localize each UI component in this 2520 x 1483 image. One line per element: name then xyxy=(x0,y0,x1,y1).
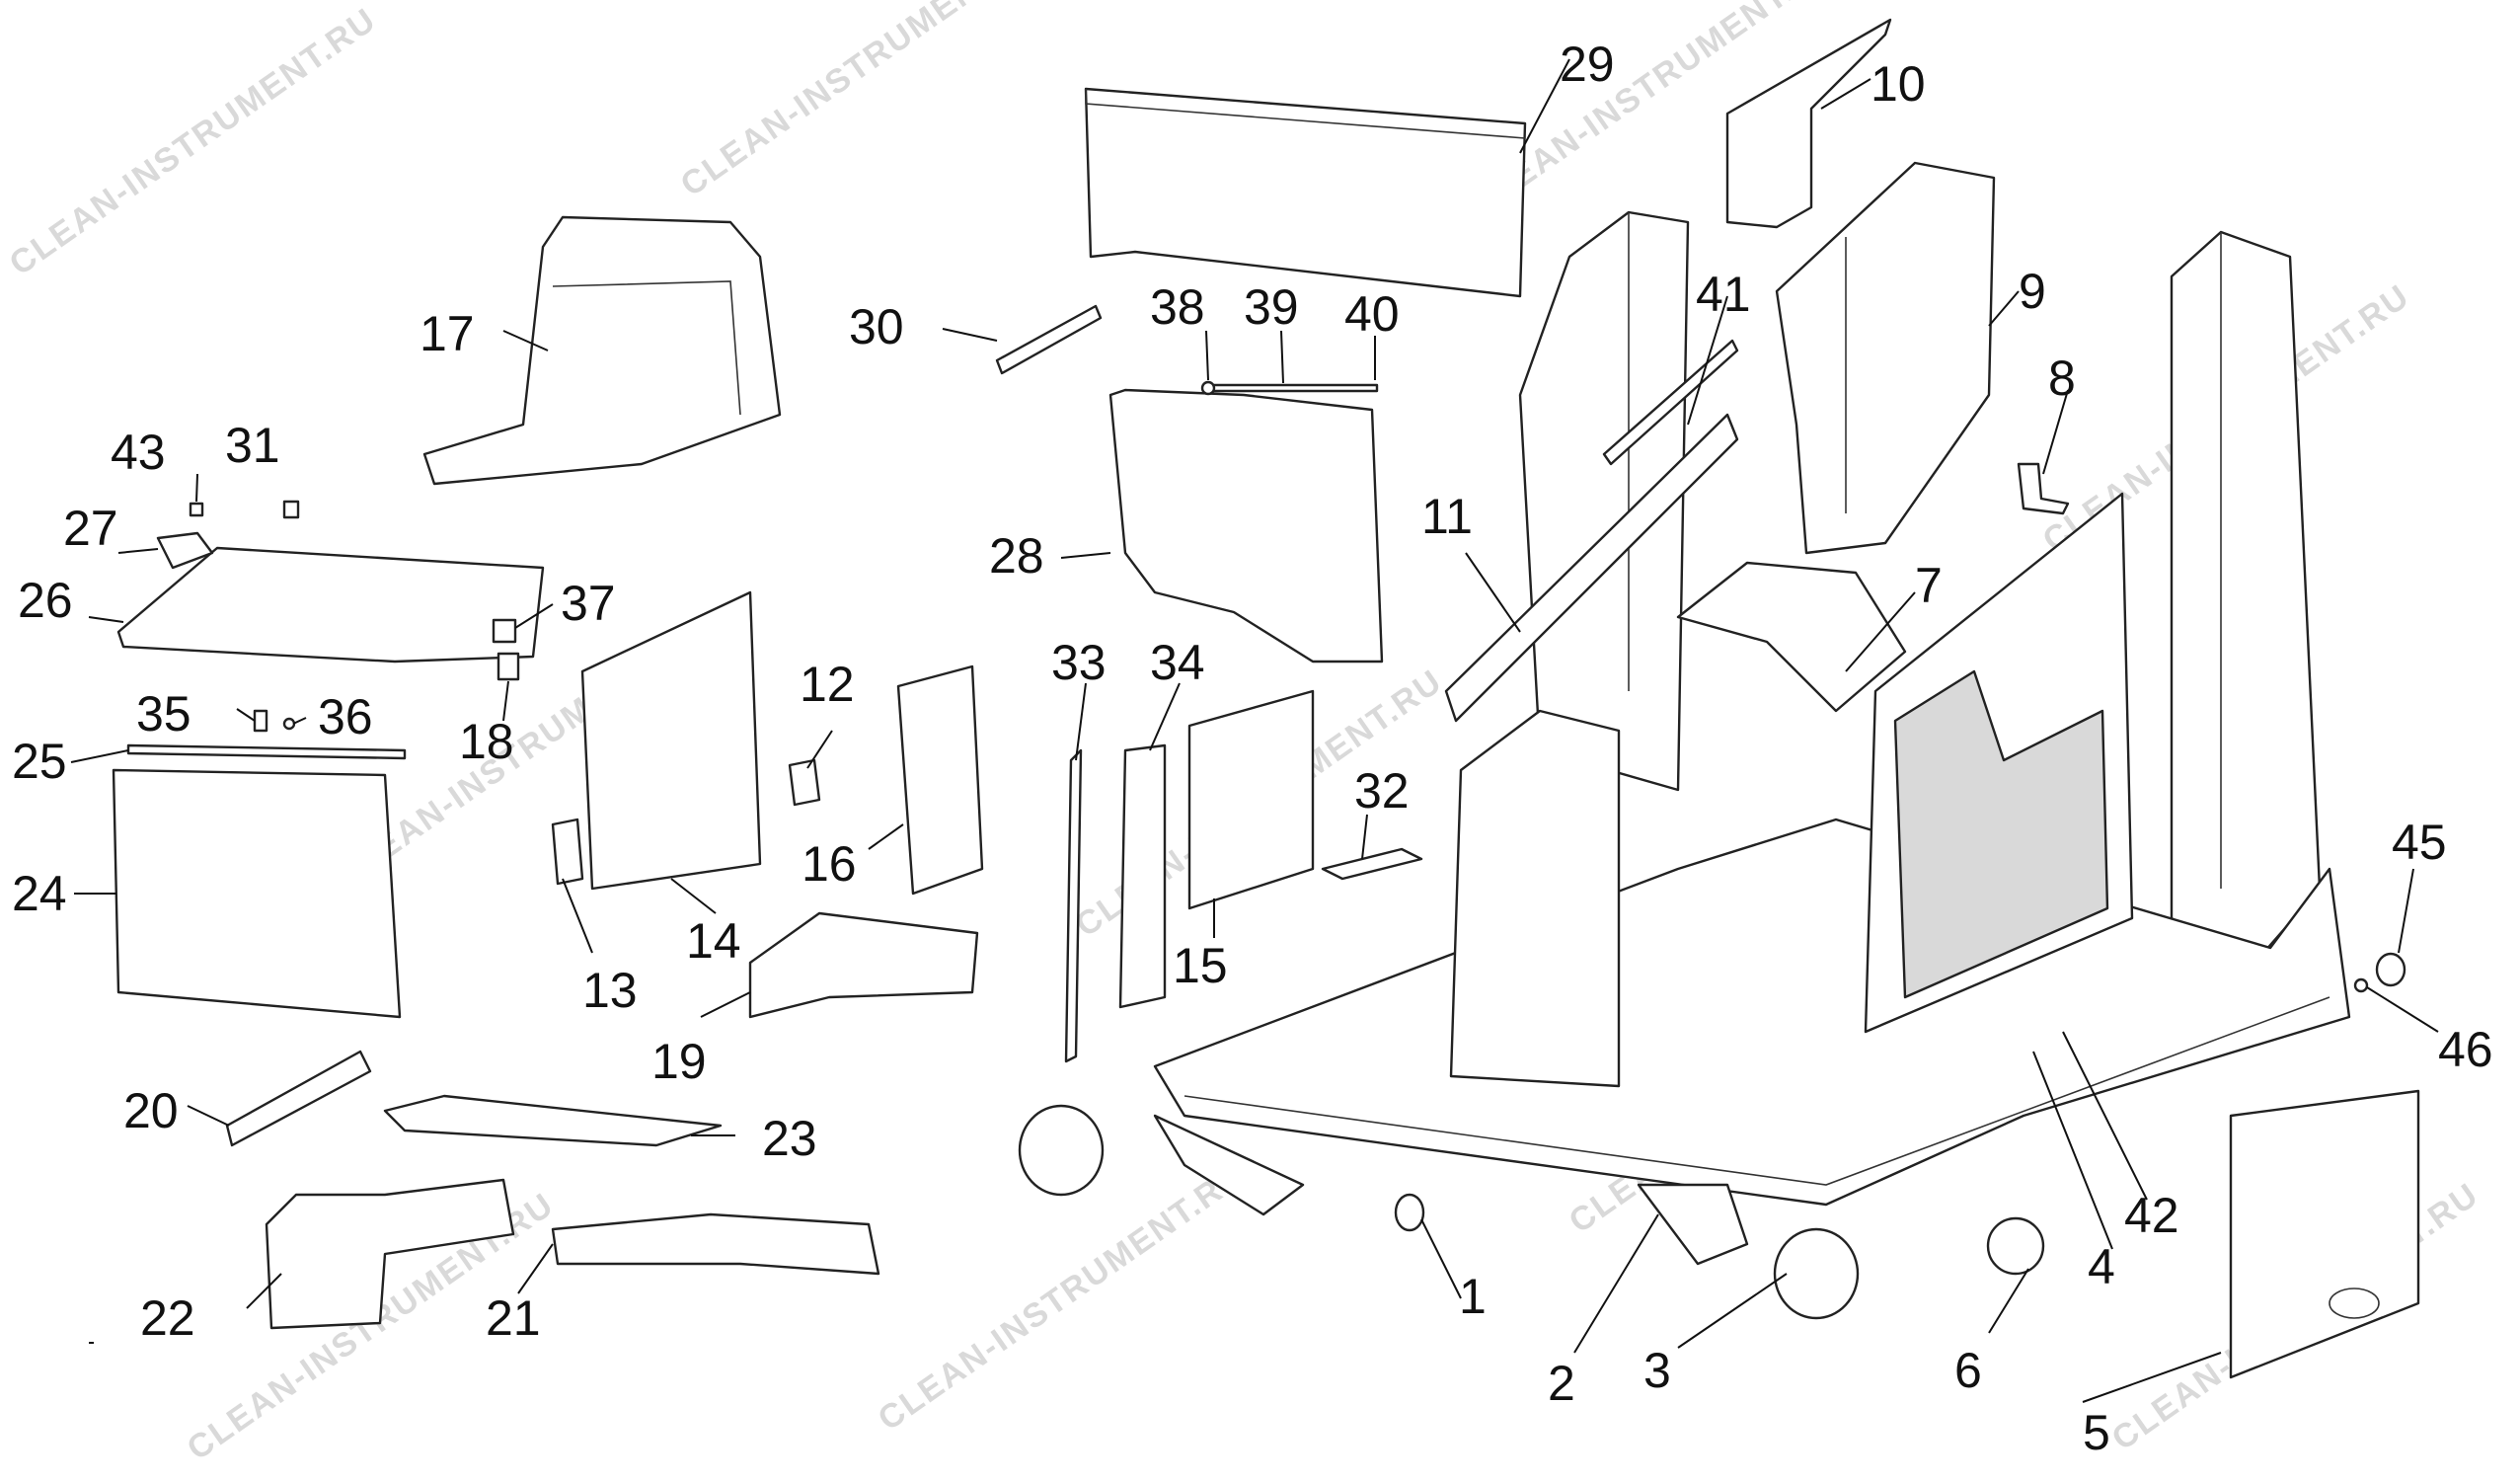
callout-5: 5 xyxy=(2083,1405,2110,1460)
callout-13: 13 xyxy=(582,963,638,1018)
part-10-bracket xyxy=(1725,18,1892,229)
part-43-nut xyxy=(189,502,204,517)
part-9-side-panel xyxy=(1775,161,1996,555)
part-6-bracket xyxy=(1986,1216,2045,1276)
callout-8: 8 xyxy=(2048,351,2076,406)
callout-1: 1 xyxy=(1459,1269,1487,1324)
part-30-rail xyxy=(995,304,1103,375)
callout-46: 46 xyxy=(2438,1022,2493,1077)
callout-33: 33 xyxy=(1051,635,1107,690)
callout-42: 42 xyxy=(2124,1188,2179,1243)
part-5-side-panel xyxy=(2229,1089,2420,1379)
part-20-plate xyxy=(225,1050,372,1147)
callout-22: 22 xyxy=(140,1290,195,1346)
part-16-box xyxy=(896,664,984,896)
callout-37: 37 xyxy=(561,576,616,631)
callout-36: 36 xyxy=(318,689,373,744)
part-26-seat-plate xyxy=(116,546,545,663)
part-29-rear-panel xyxy=(1084,87,1527,298)
callout-39: 39 xyxy=(1244,279,1299,335)
part-4-side-cover xyxy=(1864,492,2134,1034)
watermark: CLEAN-INSTRUMENT.RU xyxy=(3,1,384,283)
callout-23: 23 xyxy=(762,1111,817,1166)
part-28-cover xyxy=(1108,388,1384,663)
part-38-nut xyxy=(1200,380,1216,396)
callout-3: 3 xyxy=(1643,1343,1671,1398)
callout-16: 16 xyxy=(802,836,857,892)
part-25-hinge xyxy=(126,743,407,760)
callout-18: 18 xyxy=(459,714,514,769)
part-18-bumper xyxy=(496,652,520,681)
callout-45: 45 xyxy=(2392,815,2447,870)
callout-34: 34 xyxy=(1150,635,1205,690)
callout-15: 15 xyxy=(1173,938,1228,993)
callout-24: 24 xyxy=(12,866,67,921)
part-8-bracket xyxy=(2017,462,2070,515)
leader-lines xyxy=(70,58,2439,1403)
callout-43: 43 xyxy=(111,425,166,480)
callout-11: 11 xyxy=(1421,489,1473,544)
part-19-seat-support xyxy=(748,911,979,1019)
part-45-cap xyxy=(2375,952,2406,987)
callout-14: 14 xyxy=(686,913,741,969)
part-15-cover xyxy=(1187,689,1315,910)
part-35-pin xyxy=(253,709,268,733)
callout-17: 17 xyxy=(420,306,475,361)
callout-9: 9 xyxy=(2019,264,2046,319)
part-27-handle xyxy=(156,531,214,570)
callout-32: 32 xyxy=(1354,763,1410,819)
part-3-foot-right xyxy=(1773,1227,1860,1320)
frame-right-tower xyxy=(2170,230,2322,970)
callout-labels: 1 2 3 4 5 6 7 8 9 10 11 12 13 14 15 16 1… xyxy=(12,37,2493,1460)
callout-21: 21 xyxy=(486,1290,541,1346)
callout-7: 7 xyxy=(1915,558,1943,613)
part-39-rod xyxy=(1200,380,1379,396)
part-1-plug xyxy=(1394,1193,1425,1232)
callout-19: 19 xyxy=(651,1034,707,1089)
part-13-grill xyxy=(551,818,584,886)
part-14-door xyxy=(580,590,762,891)
callout-35: 35 xyxy=(136,686,191,742)
callout-41: 41 xyxy=(1696,267,1751,322)
callout-40: 40 xyxy=(1344,286,1400,342)
part-17-seat xyxy=(422,215,782,486)
part-12-latch xyxy=(788,758,821,807)
callout-26: 26 xyxy=(18,573,73,628)
part-23-plate xyxy=(383,1094,723,1147)
frame-left-tower xyxy=(1518,210,1690,792)
part-11-plate xyxy=(1444,413,1739,723)
part-36-washer xyxy=(282,717,296,731)
callout-25: 25 xyxy=(12,734,67,789)
part-3-foot-left xyxy=(1018,1104,1105,1197)
watermark: CLEAN-INSTRUMENT.RU xyxy=(872,1156,1253,1439)
callout-6: 6 xyxy=(1954,1343,1982,1398)
part-34-strip xyxy=(1118,743,1167,1009)
part-31-spacer xyxy=(282,500,300,519)
callout-29: 29 xyxy=(1560,37,1615,92)
callout-31: 31 xyxy=(225,418,280,473)
watermark: CLEAN-INSTRUMENT.RU xyxy=(674,0,1055,204)
part-32-plate xyxy=(1321,847,1423,881)
part-37-bumper xyxy=(492,618,517,644)
callout-38: 38 xyxy=(1150,279,1205,335)
frame-inner-tower xyxy=(1449,709,1621,1088)
callout-27: 27 xyxy=(63,501,118,556)
callout-4: 4 xyxy=(2088,1239,2115,1294)
callout-20: 20 xyxy=(123,1083,179,1138)
part-46-washer xyxy=(2353,977,2369,993)
callout-10: 10 xyxy=(1871,56,1926,112)
part-33-strip xyxy=(1064,748,1083,1063)
part-21-plate xyxy=(551,1212,880,1276)
part-24-front-panel xyxy=(112,768,402,1019)
part-7-tray xyxy=(1676,561,1907,713)
callout-30: 30 xyxy=(849,299,904,354)
callout-28: 28 xyxy=(989,528,1044,584)
part-22-box xyxy=(265,1178,515,1330)
callout-2: 2 xyxy=(1548,1356,1575,1411)
callout-12: 12 xyxy=(800,657,855,712)
